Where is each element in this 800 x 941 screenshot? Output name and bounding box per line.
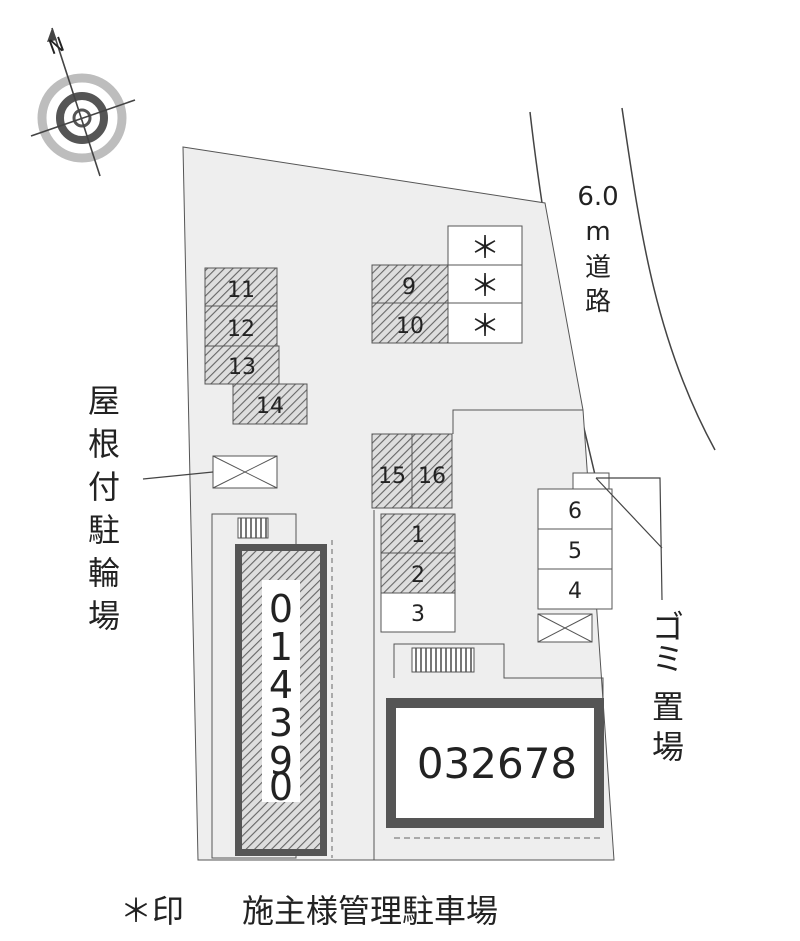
parking-group-left: 11 12 13 14	[204, 267, 308, 425]
parking-space-label: 13	[228, 355, 256, 380]
parking-space-label: 6	[568, 499, 582, 524]
garbage-bin	[537, 613, 593, 643]
garbage-label-char: 場	[652, 728, 684, 766]
north-label: N	[45, 32, 67, 60]
building-code-digit: 3	[269, 701, 293, 745]
building-code-digit: 4	[269, 663, 293, 707]
building-code-digit: 0	[269, 765, 293, 809]
footnote-text: 施主様管理駐車場	[242, 892, 498, 930]
parking-space-label: 9	[402, 275, 416, 300]
parking-space-label: 3	[411, 602, 425, 627]
parking-space-label: 12	[227, 317, 255, 342]
bicycle-label-char: 付	[88, 468, 120, 506]
building-code: 032678	[417, 739, 577, 788]
parking-space-label: 1	[411, 523, 425, 548]
parking-space-label: 15	[378, 464, 406, 489]
road-label-char: 道	[585, 253, 611, 283]
garbage-label-char: 置	[652, 688, 684, 726]
road-label-char: 路	[585, 287, 611, 317]
garbage-label-char: ミ	[652, 640, 684, 678]
parking-space-label: 16	[418, 464, 446, 489]
building-code-digit: 1	[269, 625, 293, 669]
building-right: 032678	[386, 643, 604, 839]
parking-group-top: 9 10 ＊ ＊ ＊	[371, 225, 523, 344]
bicycle-parking	[212, 455, 278, 489]
bicycle-label-char: 根	[88, 425, 120, 463]
road-width-value: 6.0	[577, 182, 618, 212]
parking-space-label: 5	[568, 539, 582, 564]
owner-space-mark: ＊	[470, 231, 500, 266]
owner-space-mark: ＊	[470, 309, 500, 344]
garbage-leader-line	[596, 477, 663, 601]
building-code-digit: 9	[269, 739, 293, 783]
parking-space-label: 11	[227, 278, 255, 303]
parking-group-center: 1 2 3	[380, 513, 456, 633]
building-code-digit: 0	[269, 587, 293, 631]
parking-space-label: 4	[568, 579, 582, 604]
parking-space-label: 10	[396, 314, 424, 339]
parking-group-right: 6 5 4	[537, 472, 613, 610]
building-left: 0 1 4 3 9 0	[211, 513, 333, 859]
bicycle-label-char: 駐	[88, 511, 120, 549]
road-width-unit: m	[585, 217, 610, 247]
bicycle-label-char: 屋	[88, 382, 120, 420]
bicycle-label-char: 場	[88, 597, 120, 635]
compass: N	[30, 27, 136, 177]
bicycle-label-char: 輪	[88, 554, 120, 592]
road-edge-right	[621, 107, 716, 451]
parking-group-middle: 15 16	[371, 433, 453, 509]
bicycle-leader-line	[142, 471, 214, 480]
parking-space-label: 14	[256, 394, 284, 419]
footnote-mark: ＊印	[120, 892, 184, 930]
garbage-label-char: ゴ	[652, 608, 684, 646]
parking-space-label: 2	[411, 563, 425, 588]
owner-space-mark: ＊	[470, 269, 500, 304]
